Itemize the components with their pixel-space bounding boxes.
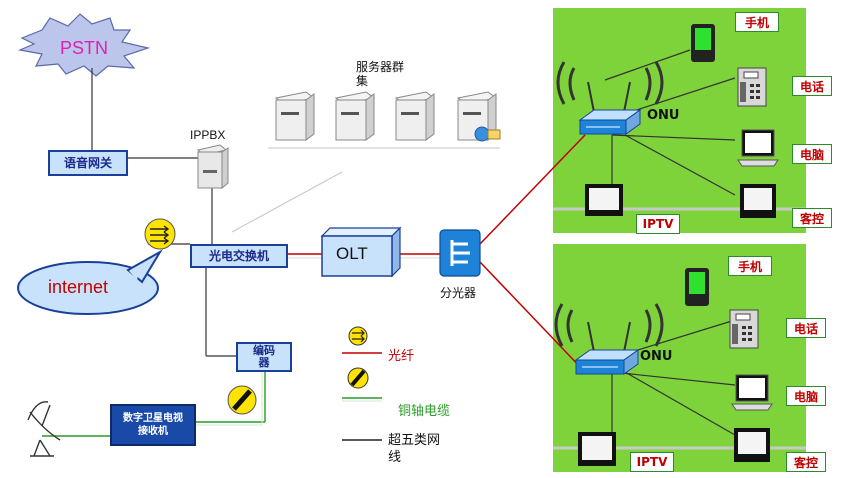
internet-label: internet (48, 277, 109, 297)
optical-switch-box (190, 244, 288, 268)
phone-bottom-label: 电话 (793, 321, 818, 336)
phone-top-label: 电话 (799, 79, 824, 94)
onu-top-label: ONU (647, 108, 680, 123)
fiber-lines (288, 134, 586, 373)
server-links (231, 147, 500, 233)
remote-bottom-icon (734, 428, 770, 462)
computer-bottom-label: 电脑 (793, 389, 818, 404)
voice-gateway-box (48, 150, 128, 176)
optical-switch-label: 光电交换机 (208, 249, 269, 263)
computer-bottom-badge (786, 386, 826, 406)
legend-symbols (342, 326, 382, 441)
server-cluster-icons (274, 91, 501, 142)
server-cluster-label: 服务器群 集 (356, 60, 405, 88)
ippbx-server-icon (196, 144, 229, 190)
mobile-bottom-icon (685, 268, 709, 306)
legend-fiber-label: 光纤 (388, 349, 415, 364)
computer-top-icon (737, 129, 779, 167)
iptv-bottom-label: IPTV (636, 455, 668, 469)
remote-top-badge (792, 208, 832, 228)
olt-label: OLT (336, 244, 368, 263)
tv-top-icon (585, 184, 623, 216)
phone-top-icon (737, 67, 767, 107)
iptv-top-badge (636, 214, 680, 234)
ippbx-label: IPPBX (190, 128, 226, 142)
splitter-icon (439, 229, 481, 277)
encoder-label: 编码 器 (253, 344, 275, 369)
coax-badge-icon (227, 385, 257, 415)
tv-bottom-icon (578, 432, 616, 466)
computer-bottom-icon (731, 374, 773, 411)
phone-top-badge (792, 76, 832, 96)
mobile-top-icon (691, 24, 715, 62)
mobile-top-label: 手机 (744, 15, 769, 30)
internet-bubble-shape (17, 249, 163, 315)
satellite-receiver-label: 数字卫星电视 接收机 (123, 413, 183, 437)
remote-top-label: 客控 (799, 211, 824, 226)
fiber-badge-icon (144, 218, 176, 250)
remote-top-icon (740, 184, 776, 218)
pstn-cloud-shape (17, 13, 151, 77)
onu-bottom-icon (554, 303, 664, 375)
splitter-label: 分光器 (440, 286, 477, 300)
phone-bottom-icon (729, 309, 759, 349)
olt-box-shape (320, 226, 402, 278)
satellite-receiver-box (110, 404, 196, 446)
iptv-bottom-badge (630, 452, 674, 472)
remote-bottom-badge (786, 452, 826, 472)
onu-top-icon (556, 61, 664, 135)
onu-bottom-label: ONU (640, 349, 673, 364)
voice-gateway-label: 语音网关 (63, 156, 112, 170)
computer-top-badge (792, 144, 832, 164)
encoder-box (236, 342, 292, 372)
pstn-label: PSTN (60, 38, 109, 58)
mobile-bottom-badge (728, 256, 772, 276)
satellite-dish-icon (27, 401, 61, 457)
mobile-top-badge (735, 12, 779, 32)
legend-coax-label: 铜轴电缆 (398, 404, 451, 419)
computer-top-label: 电脑 (799, 147, 824, 162)
iptv-top-label: IPTV (642, 217, 674, 231)
mobile-bottom-label: 手机 (737, 259, 762, 274)
phone-bottom-badge (786, 318, 826, 338)
legend-cat5e-label: 超五类网 线 (388, 433, 441, 465)
remote-bottom-label: 客控 (793, 455, 818, 470)
